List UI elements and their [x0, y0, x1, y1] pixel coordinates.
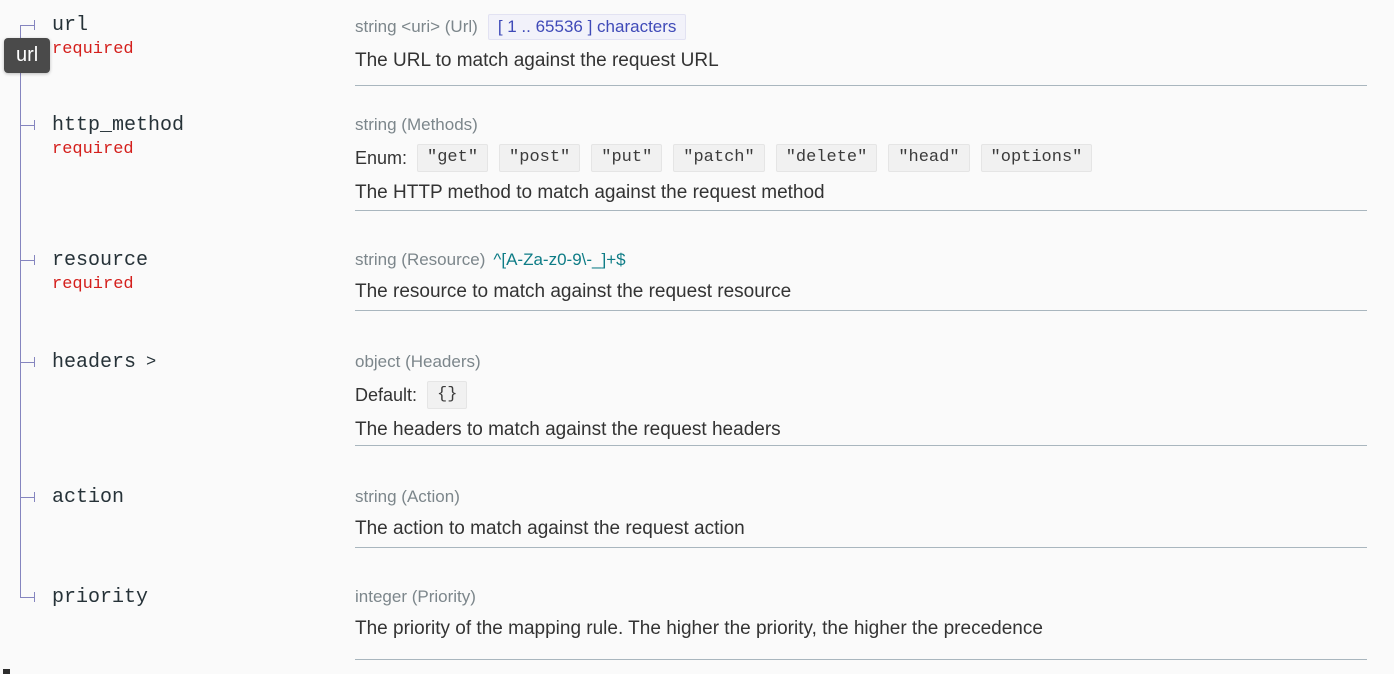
field-type: integer (Priority)	[355, 587, 476, 606]
required-badge: required	[52, 140, 134, 159]
enum-value-badge: "head"	[888, 144, 970, 172]
field-row-headers: headers > object (Headers) Default: {} T…	[0, 311, 1394, 446]
field-type: string (Resource)	[355, 250, 486, 269]
required-badge: required	[52, 275, 134, 294]
regex-pattern: ^[A-Za-z0-9\-_]+$	[493, 250, 626, 269]
field-type: string (Action)	[355, 487, 460, 506]
field-row-action: action string (Action) The action to mat…	[0, 446, 1394, 548]
field-name-label: action	[52, 486, 125, 509]
field-description: The URL to match against the request URL	[355, 50, 719, 71]
enum-line: Enum: "get" "post" "put" "patch" "delete…	[355, 144, 1367, 172]
field-description: The resource to match against the reques…	[355, 281, 792, 302]
field-type: object (Headers)	[355, 352, 481, 371]
type-line: string (Resource) ^[A-Za-z0-9\-_]+$	[355, 249, 1367, 271]
field-name-resource: resource	[52, 249, 355, 272]
field-type: string <uri> (Url)	[355, 17, 478, 36]
required-badge: required	[52, 40, 134, 59]
field-type: string (Methods)	[355, 115, 478, 134]
field-name-label: url	[52, 14, 89, 37]
default-value-badge: {}	[427, 381, 468, 409]
clipped-text-fragment	[3, 669, 10, 674]
field-description: The action to match against the request …	[355, 518, 745, 539]
enum-value-badge: "patch"	[673, 144, 765, 172]
field-row-http-method: http_method required string (Methods) En…	[0, 86, 1394, 211]
enum-badges: "get" "post" "put" "patch" "delete" "hea…	[417, 144, 1093, 172]
field-name-http-method: http_method	[52, 114, 355, 137]
field-path-tooltip: url	[4, 38, 51, 73]
field-name-action: action	[52, 486, 355, 509]
field-description: The priority of the mapping rule. The hi…	[355, 618, 1043, 639]
enum-label: Enum:	[355, 147, 408, 168]
field-name-url: url	[52, 14, 355, 37]
type-line: string (Action)	[355, 486, 1367, 508]
type-line: object (Headers)	[355, 351, 1367, 373]
length-constraint-badge: [ 1 .. 65536 ] characters	[487, 14, 687, 40]
enum-value-badge: "post"	[499, 144, 581, 172]
enum-value-badge: "options"	[980, 144, 1093, 172]
field-name-label: headers	[52, 351, 137, 374]
field-name-label: resource	[52, 249, 149, 272]
field-row-priority: priority integer (Priority) The priority…	[0, 548, 1394, 660]
default-label: Default:	[355, 384, 418, 405]
field-description: The headers to match against the request…	[355, 419, 781, 440]
field-name-priority: priority	[52, 586, 355, 609]
expand-headers-toggle[interactable]: headers >	[52, 351, 355, 374]
type-line: string <uri> (Url) [ 1 .. 65536 ] charac…	[355, 14, 1367, 40]
default-line: Default: {}	[355, 381, 1367, 409]
field-description: The HTTP method to match against the req…	[355, 182, 825, 203]
type-line: string (Methods)	[355, 114, 1367, 136]
field-row-url: url required string <uri> (Url) [ 1 .. 6…	[0, 0, 1394, 86]
enum-value-badge: "delete"	[775, 144, 878, 172]
chevron-right-icon: >	[146, 353, 157, 372]
field-row-resource: resource required string (Resource) ^[A-…	[0, 211, 1394, 311]
enum-value-badge: "put"	[591, 144, 663, 172]
enum-value-badge: "get"	[417, 144, 489, 172]
type-line: integer (Priority)	[355, 586, 1367, 608]
field-name-label: priority	[52, 586, 149, 609]
field-name-label: http_method	[52, 114, 185, 137]
